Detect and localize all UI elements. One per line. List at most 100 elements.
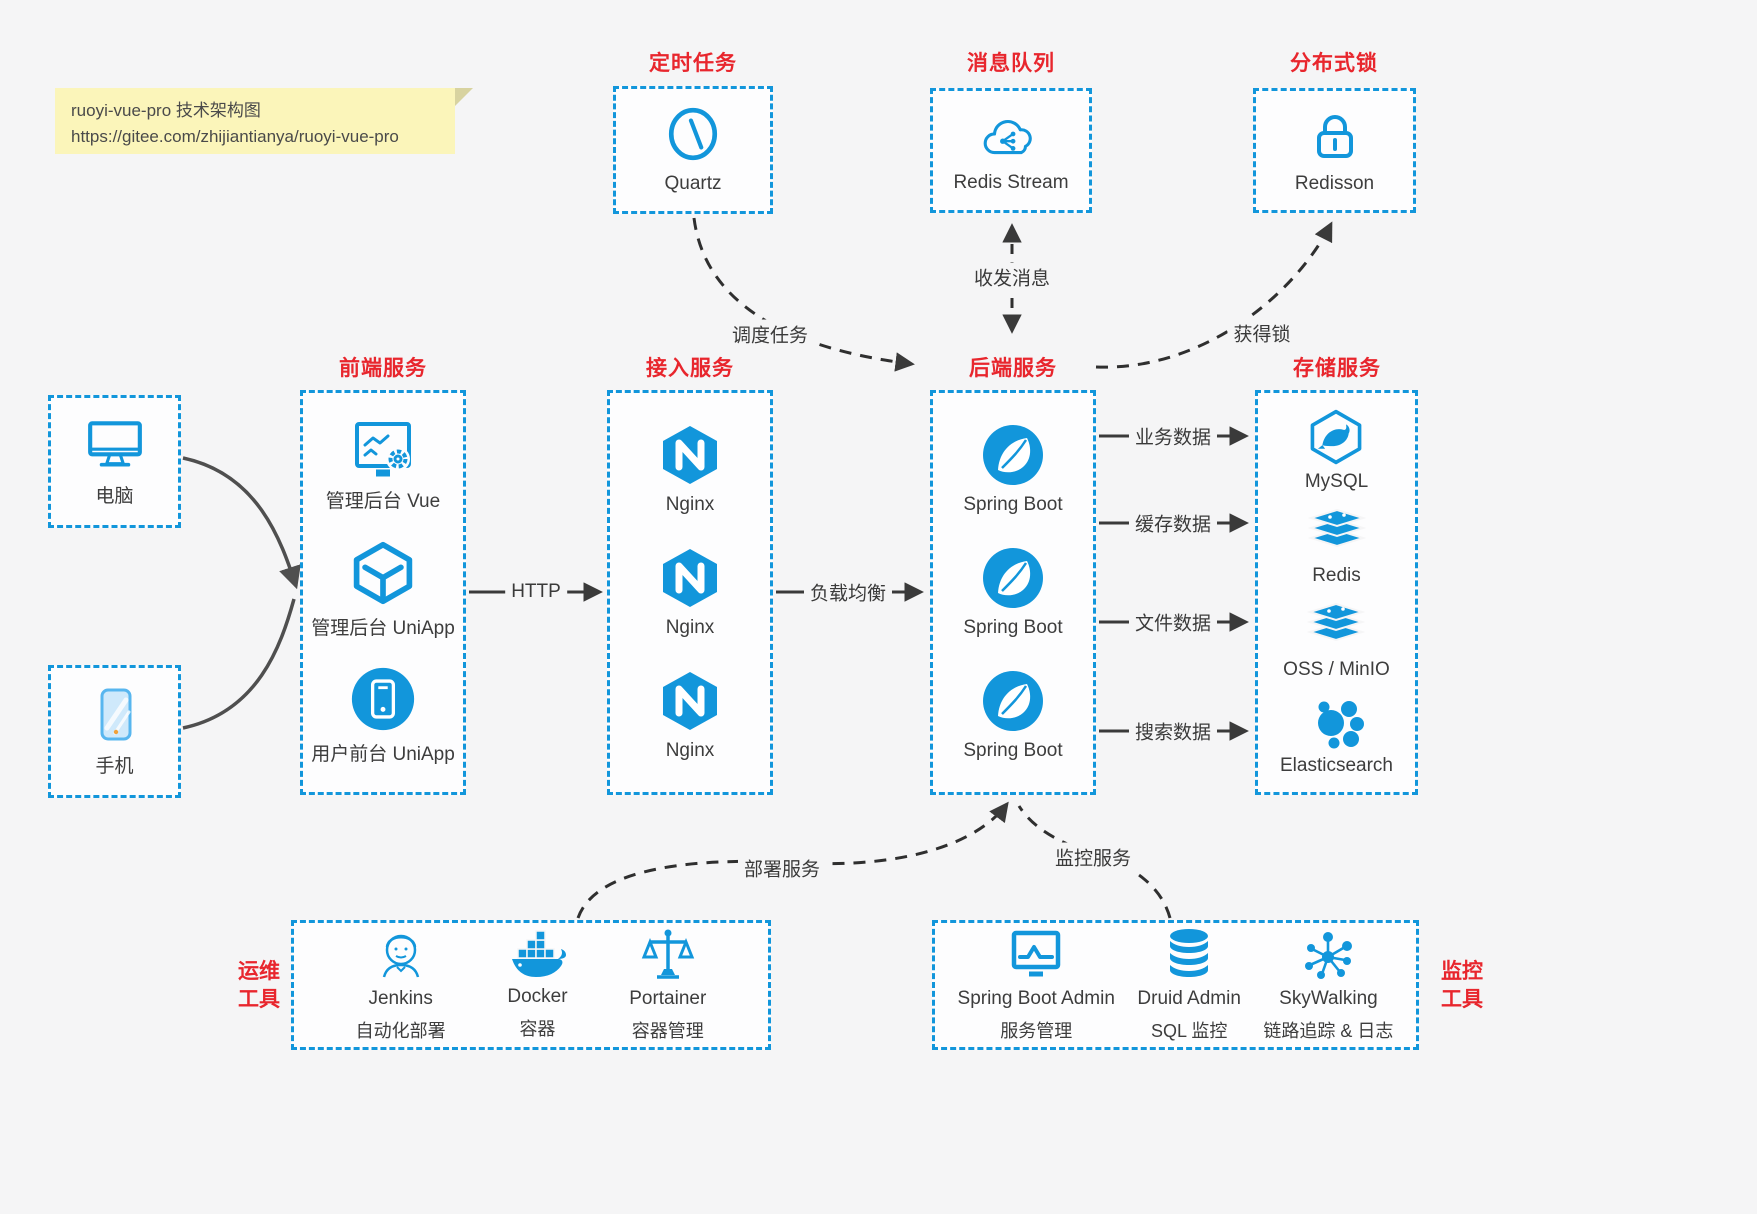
edge-label-message: 收发消息 xyxy=(967,262,1057,292)
desktop-icon xyxy=(85,415,145,473)
title-message-queue: 消息队列 xyxy=(967,52,1055,75)
edge-pc-to-frontend xyxy=(182,456,301,590)
monitor-tools-label-line1: 监控 xyxy=(1441,960,1483,983)
tool-name: Spring Boot Admin xyxy=(957,988,1115,1010)
monitor-tools-label-line2: 工具 xyxy=(1441,988,1483,1012)
title-gateway-services: 接入服务 xyxy=(646,357,734,380)
storage-item-elasticsearch: Elasticsearch xyxy=(1280,696,1393,777)
tool-name: Portainer xyxy=(629,988,707,1010)
title-scheduled-jobs: 定时任务 xyxy=(649,52,737,75)
oss-icon xyxy=(1307,602,1366,654)
node-label: Nginx xyxy=(665,494,715,515)
ops-item-jenkins: Jenkins 自动化部署 xyxy=(356,927,446,1043)
spring-icon xyxy=(981,423,1045,487)
tool-desc: 服务管理 xyxy=(1000,1020,1073,1041)
tool-desc: 自动化部署 xyxy=(355,1020,446,1041)
monitor-item-spring-boot-admin: Spring Boot Admin 服务管理 xyxy=(958,927,1115,1043)
monitor-tools-box: Spring Boot Admin 服务管理 Druid Admin SQL 监… xyxy=(932,920,1419,1050)
nginx-icon xyxy=(658,423,722,487)
ops-tools-side-label: 运维 工具 xyxy=(234,958,284,1015)
skywalking-icon xyxy=(1301,927,1355,981)
druid-icon xyxy=(1163,927,1215,981)
elasticsearch-icon xyxy=(1309,696,1365,750)
edge-label-business-data: 业务数据 xyxy=(1128,421,1218,451)
node-label: Redis xyxy=(1312,565,1361,586)
ops-item-docker: Docker 容器 xyxy=(507,929,568,1041)
note-fold-corner xyxy=(455,88,473,106)
node-label: Spring Boot xyxy=(963,740,1063,761)
edge-label-deploy-service: 部署服务 xyxy=(737,853,827,883)
edge-label-load-balance: 负载均衡 xyxy=(803,577,893,607)
uniapp-cube-icon xyxy=(349,540,417,606)
tool-desc: 容器 xyxy=(519,1018,556,1039)
tool-name: Druid Admin xyxy=(1137,988,1241,1010)
node-label: Redis Stream xyxy=(953,171,1069,193)
monitor-item-skywalking: SkyWalking 链路追踪 & 日志 xyxy=(1263,927,1393,1043)
user-app-icon xyxy=(350,666,416,732)
backend-services-box: Spring Boot Spring Boot Spring Boot xyxy=(930,390,1096,795)
redis-icon xyxy=(1307,508,1366,560)
storage-services-box: MySQL Redis OSS xyxy=(1255,390,1418,795)
frontend-item-user-uniapp: 用户前台 UniApp xyxy=(311,666,455,766)
tool-name: Jenkins xyxy=(368,988,433,1010)
cloud-stream-icon xyxy=(979,108,1043,162)
storage-item-mysql: MySQL xyxy=(1305,408,1368,493)
edge-label-search-data: 搜索数据 xyxy=(1128,716,1218,746)
gateway-item-nginx-3: Nginx xyxy=(658,669,722,762)
gateway-services-box: Nginx Nginx Nginx xyxy=(607,390,773,795)
storage-item-oss-minio: OSS / MinIO xyxy=(1283,602,1390,681)
backend-item-springboot-3: Spring Boot xyxy=(963,669,1063,762)
frontend-item-admin-uniapp: 管理后台 UniApp xyxy=(311,540,455,640)
edge-label-schedule-job: 调度任务 xyxy=(725,319,815,349)
tool-desc: 链路追踪 & 日志 xyxy=(1263,1020,1394,1041)
spring-icon xyxy=(981,669,1045,733)
monitor-tools-side-label: 监控 工具 xyxy=(1437,958,1487,1015)
storage-item-redis: Redis xyxy=(1307,508,1366,587)
node-label: Elasticsearch xyxy=(1280,755,1393,776)
node-label: Redisson xyxy=(1294,172,1375,194)
node-label: Spring Boot xyxy=(963,617,1063,638)
node-label: 手机 xyxy=(95,756,134,777)
edge-label-monitor-service: 监控服务 xyxy=(1048,842,1138,872)
node-label: Nginx xyxy=(665,617,715,638)
node-label: 用户前台 UniApp xyxy=(311,743,455,765)
edge-label-file-data: 文件数据 xyxy=(1128,607,1218,637)
node-label: Nginx xyxy=(665,740,715,761)
tool-name: Docker xyxy=(507,986,568,1008)
gateway-item-nginx-1: Nginx xyxy=(658,423,722,516)
edge-label-http: HTTP xyxy=(505,580,567,604)
node-label: 电脑 xyxy=(95,486,134,507)
node-label: OSS / MinIO xyxy=(1283,659,1390,680)
spring-icon xyxy=(981,546,1045,610)
redis-stream-box: Redis Stream xyxy=(930,88,1092,213)
frontend-services-box: 管理后台 Vue 管理后台 UniApp 用户前台 UniApp xyxy=(300,390,466,795)
admin-vue-icon xyxy=(350,419,416,479)
mysql-icon xyxy=(1307,408,1365,466)
frontend-item-admin-vue: 管理后台 Vue xyxy=(326,419,440,513)
portainer-icon xyxy=(639,927,697,981)
nginx-icon xyxy=(658,669,722,733)
edge-label-cache-data: 缓存数据 xyxy=(1128,508,1218,538)
title-backend-services: 后端服务 xyxy=(969,357,1057,380)
backend-item-springboot-2: Spring Boot xyxy=(963,546,1063,639)
mobile-client-box: 手机 xyxy=(48,665,181,798)
sticky-note: ruoyi-vue-pro 技术架构图 https://gitee.com/zh… xyxy=(55,88,473,154)
backend-item-springboot-1: Spring Boot xyxy=(963,423,1063,516)
edge-label-acquire-lock: 获得锁 xyxy=(1227,318,1297,348)
ops-tools-label-line1: 运维 xyxy=(238,960,280,983)
nginx-icon xyxy=(658,546,722,610)
redisson-box: Redisson xyxy=(1253,88,1416,213)
ops-tools-box: Jenkins 自动化部署 Docker 容器 xyxy=(291,920,771,1050)
tool-desc: 容器管理 xyxy=(631,1020,704,1041)
ops-item-portainer: Portainer 容器管理 xyxy=(629,927,706,1043)
docker-icon xyxy=(508,929,567,979)
gateway-item-nginx-2: Nginx xyxy=(658,546,722,639)
title-distributed-lock: 分布式锁 xyxy=(1290,52,1378,75)
monitor-item-druid-admin: Druid Admin SQL 监控 xyxy=(1137,927,1241,1043)
title-storage-services: 存储服务 xyxy=(1293,357,1381,380)
title-frontend-services: 前端服务 xyxy=(339,357,427,380)
clock-icon xyxy=(664,105,722,163)
lock-icon xyxy=(1307,107,1363,163)
